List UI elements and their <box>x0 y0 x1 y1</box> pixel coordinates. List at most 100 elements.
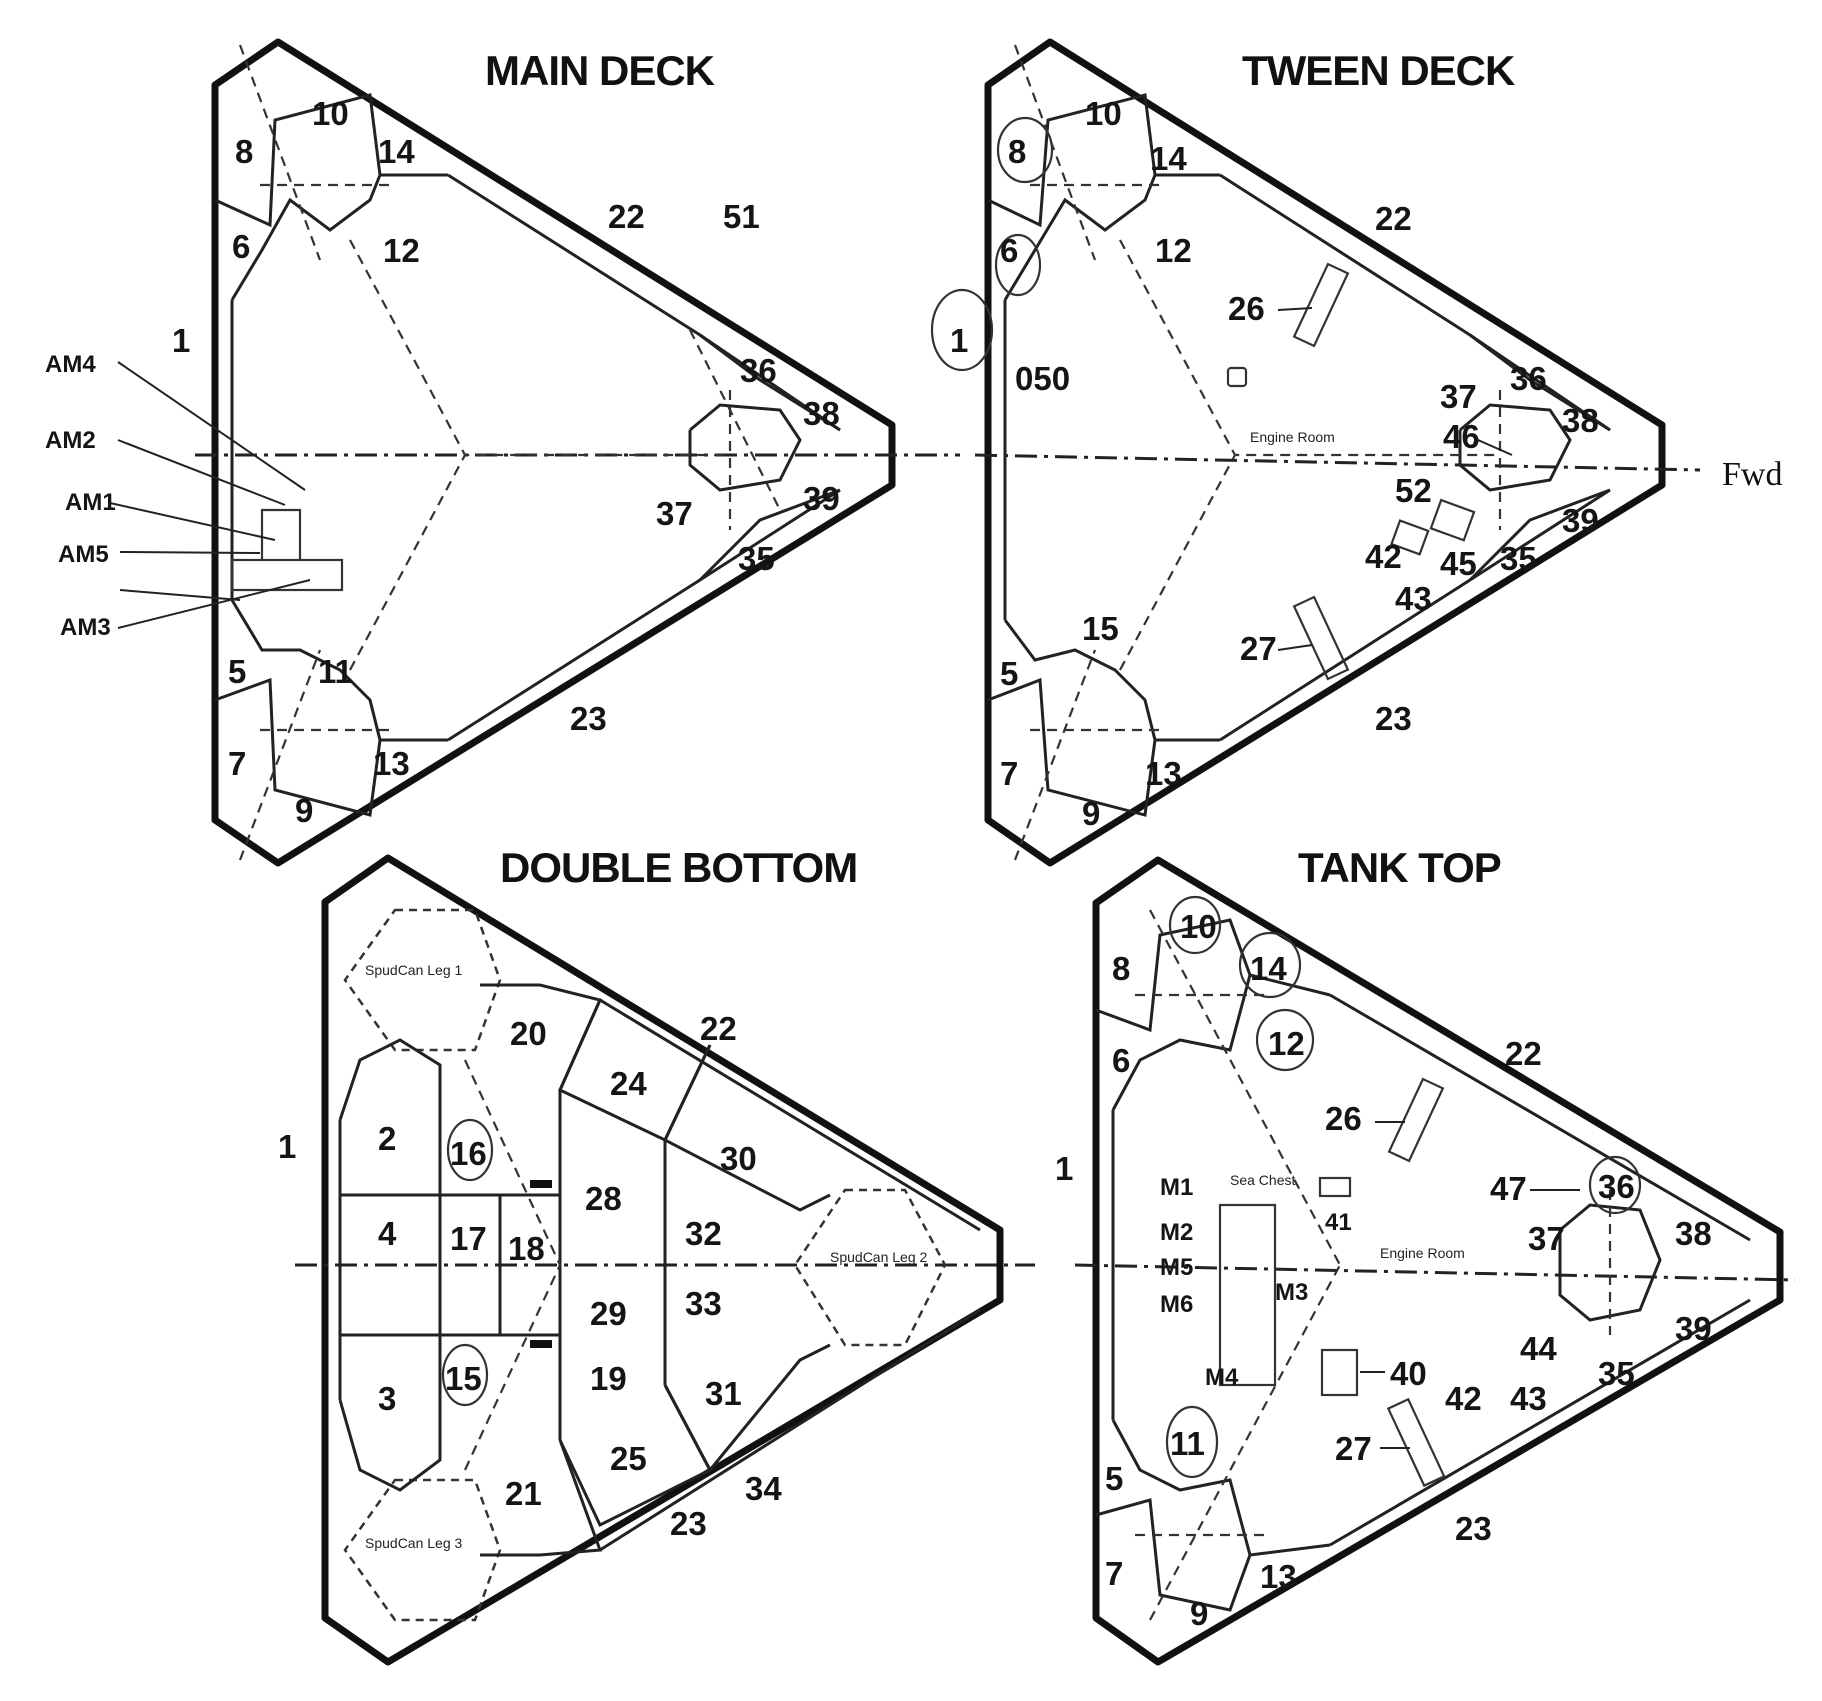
tt-sea-chest-label: Sea Chest <box>1230 1172 1295 1188</box>
tween-deck-27-leader <box>1277 644 1313 651</box>
tt-label-42: 42 <box>1445 1380 1482 1417</box>
db-comp-30 <box>663 1044 831 1212</box>
md-label-1: 1 <box>172 322 190 359</box>
td-label-35: 35 <box>1500 540 1537 577</box>
tt-label-7: 7 <box>1105 1555 1123 1592</box>
tank-top-title: TANK TOP <box>1298 844 1501 891</box>
td-label-39: 39 <box>1562 502 1599 539</box>
tt-label-1: 1 <box>1055 1150 1073 1187</box>
tt-label-40: 40 <box>1390 1355 1427 1392</box>
td-label-10: 10 <box>1085 95 1122 132</box>
tween-deck-circle-8 <box>996 116 1054 184</box>
am3-leader <box>117 579 311 629</box>
tween-deck-circle-6 <box>994 233 1042 297</box>
db-marker-upper <box>530 1180 552 1188</box>
db-circle-16 <box>446 1118 494 1182</box>
tween-deck-aft-upper <box>987 93 1220 228</box>
am4-leader <box>117 361 306 491</box>
tt-m1: M1 <box>1160 1174 1193 1201</box>
tt-circle-11 <box>1165 1405 1219 1479</box>
tween-deck-equip-52 <box>1429 498 1476 542</box>
tween-deck-equip-27 <box>1292 595 1350 681</box>
db-label-33: 33 <box>685 1285 722 1322</box>
am2-leader <box>117 439 286 506</box>
md-label-51: 51 <box>723 198 760 235</box>
db-label-28: 28 <box>585 1180 622 1217</box>
db-label-21: 21 <box>505 1475 542 1512</box>
db-label-2: 2 <box>378 1120 396 1157</box>
tween-deck-hull <box>984 38 1666 867</box>
td-label-14: 14 <box>1150 140 1187 177</box>
td-label-9: 9 <box>1082 795 1100 832</box>
tt-label-8: 8 <box>1112 950 1130 987</box>
db-label-20: 20 <box>510 1015 547 1052</box>
td-label-46: 46 <box>1443 418 1480 455</box>
tween-deck-fwd-comp-3 <box>1468 488 1611 582</box>
db-spudcan-leg-2-label: SpudCan Leg 2 <box>830 1249 928 1265</box>
main-deck-fwd-comp-2 <box>699 333 841 432</box>
main-deck-aft-upper-comp <box>214 93 448 228</box>
tween-deck-equip-26 <box>1292 262 1350 348</box>
tt-label-6: 6 <box>1112 1042 1130 1079</box>
db-label-34: 34 <box>745 1470 782 1507</box>
md-label-11: 11 <box>318 653 353 690</box>
tt-m5: M5 <box>1160 1254 1193 1281</box>
db-leg-link-2 <box>464 1264 561 1471</box>
db-inner-upper <box>599 998 981 1232</box>
tt-centreline <box>1074 1263 1796 1282</box>
tt-label-14: 14 <box>1250 950 1287 987</box>
md-side-am1: AM1 <box>65 489 116 516</box>
td-label-36: 36 <box>1510 360 1547 397</box>
tween-deck-equip-small <box>1226 366 1248 388</box>
tween-deck-aft-upper-2 <box>1003 174 1157 301</box>
db-spudcan-leg-1-label: SpudCan Leg 1 <box>365 962 463 978</box>
db-label-1: 1 <box>278 1128 296 1165</box>
db-label-19: 19 <box>590 1360 627 1397</box>
main-deck-diag-1 <box>238 44 322 261</box>
tt-equip-40 <box>1320 1348 1359 1397</box>
tt-inner-upper <box>1329 993 1751 1242</box>
td-label-12: 12 <box>1155 232 1192 269</box>
td-label-6: 6 <box>1000 232 1018 269</box>
main-deck-aft-lower-comp <box>214 677 448 817</box>
main-deck-fwd-comp-3 <box>698 488 841 582</box>
tt-circle-12 <box>1255 1008 1315 1072</box>
tt-label-22: 22 <box>1505 1035 1542 1072</box>
tt-label-36: 36 <box>1598 1168 1635 1205</box>
td-label-1: 1 <box>950 322 968 359</box>
tt-circle-36 <box>1588 1155 1642 1215</box>
td-label-15: 15 <box>1082 610 1119 647</box>
td-label-38: 38 <box>1562 402 1599 439</box>
md-label-23: 23 <box>570 700 607 737</box>
tt-label-38: 38 <box>1675 1215 1712 1252</box>
main-deck-leg-link-lower <box>349 454 466 671</box>
am5-leader <box>119 551 261 554</box>
tt-label-9: 9 <box>1190 1595 1208 1632</box>
db-label-31: 31 <box>705 1375 742 1412</box>
tt-label-39: 39 <box>1675 1310 1712 1347</box>
md-label-10: 10 <box>312 95 349 132</box>
tween-deck-fwd-comp-2 <box>1469 333 1611 432</box>
tt-label-27: 27 <box>1335 1430 1372 1467</box>
tt-label-13: 13 <box>1260 1558 1297 1595</box>
tween-deck-diag-1 <box>1013 44 1097 261</box>
tween-deck-aft-lower-2 <box>1003 619 1157 741</box>
db-label-18: 18 <box>508 1230 545 1267</box>
tween-deck-fwd-comp <box>1458 403 1572 492</box>
tt-label-44: 44 <box>1520 1330 1557 1367</box>
md-label-14: 14 <box>378 133 415 170</box>
db-leg-link-1 <box>464 1059 561 1266</box>
td-label-45: 45 <box>1440 545 1477 582</box>
tt-m3: M3 <box>1275 1279 1308 1306</box>
main-deck-aft-upper-comp-2 <box>230 174 382 301</box>
tt-label-5: 5 <box>1105 1460 1123 1497</box>
td-label-42: 42 <box>1365 538 1402 575</box>
tt-label-23: 23 <box>1455 1510 1492 1547</box>
tween-deck-panel: TWEEN DECK 10 8 14 <box>930 38 1782 867</box>
md-label-7: 7 <box>228 745 246 782</box>
tt-circle-14 <box>1238 931 1302 999</box>
tt-label-26: 26 <box>1325 1100 1362 1137</box>
tt-m6: M6 <box>1160 1291 1193 1318</box>
db-marker-lower <box>530 1340 552 1348</box>
